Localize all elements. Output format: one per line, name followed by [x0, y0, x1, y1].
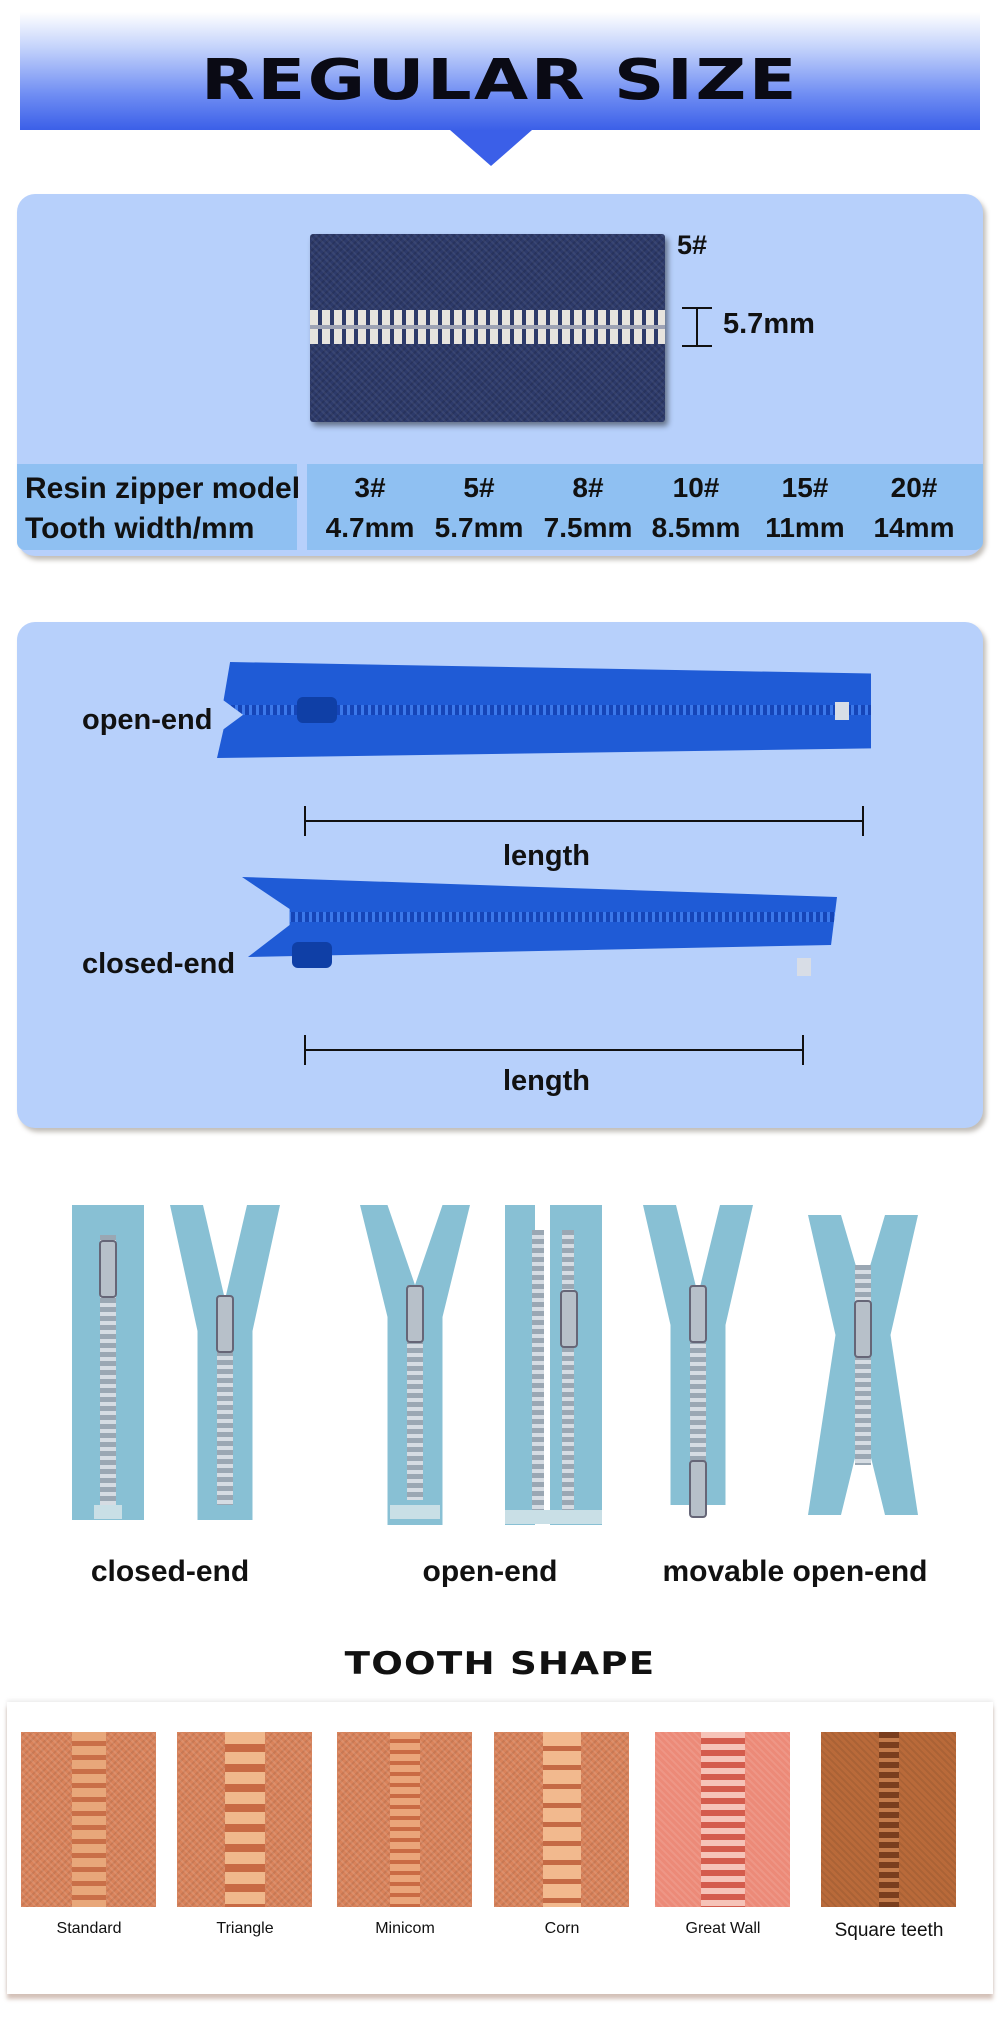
width-cell: 4.7mm [325, 512, 415, 543]
length-label: length [503, 1065, 590, 1097]
tooth-label: Great Wall [685, 1920, 761, 1937]
width-cell: 14mm [873, 512, 955, 543]
spec-table-values: 3# 5# 8# 10# 15# 20# 4.7mm 5.7mm 7.5mm 8… [307, 464, 983, 550]
section-banner: REGULAR SIZE [20, 12, 980, 130]
width-cell: 5.7mm [434, 512, 524, 543]
sample-tooth-width: 5.7mm [723, 308, 815, 340]
zipper-sample-image [310, 234, 665, 422]
zipper-slider [297, 697, 337, 723]
spec-table-labels: Resin zipper model Tooth width/mm [17, 464, 301, 550]
zipper-teeth [310, 310, 665, 344]
size-spec-panel: 5# 5.7mm Resin zipper model Tooth width/… [17, 194, 983, 556]
tooth-shape-panel: Standard Triangle Minicom Corn Great Wal… [7, 1702, 993, 1994]
model-cell: 10# [672, 472, 720, 503]
model-cell: 5# [463, 472, 495, 503]
row-label-model: Resin zipper model [25, 472, 301, 505]
model-cell: 8# [572, 472, 604, 503]
diagram-label-closed-end: closed-end [90, 1555, 250, 1588]
tooth-label: Square teeth [834, 1920, 944, 1941]
closed-end-diagram [72, 1205, 152, 1525]
tooth-swatch-standard [21, 1732, 156, 1907]
tooth-label: Minicom [375, 1920, 435, 1937]
tooth-label: Corn [544, 1920, 580, 1937]
zipper-stop [835, 702, 849, 720]
tooth-swatch-minicom [337, 1732, 472, 1907]
open-end-diagram [360, 1205, 470, 1525]
model-cell: 20# [890, 472, 938, 503]
tooth-shape-title: TOOTH SHAPE [344, 1646, 656, 1682]
tooth-label: Triangle [216, 1920, 274, 1937]
model-cell: 3# [354, 472, 386, 503]
width-cell: 11mm [765, 512, 845, 543]
banner-title: REGULAR SIZE [200, 48, 800, 113]
diagram-label-open-end: open-end [422, 1555, 558, 1588]
open-end-diagram [505, 1205, 602, 1525]
sample-size-label: 5# [677, 230, 708, 260]
movable-open-end-diagram [808, 1205, 918, 1525]
banner-arrow [450, 130, 532, 166]
length-label: length [503, 840, 590, 872]
tooth-swatch-great-wall [655, 1732, 790, 1907]
length-measure-line [304, 1035, 804, 1065]
diagram-label-movable-open-end: movable open-end [662, 1555, 928, 1588]
movable-open-end-diagram [643, 1205, 753, 1525]
zipper-type-panel: open-end length closed-end length [17, 622, 983, 1128]
tooth-label: Standard [56, 1920, 122, 1937]
width-cell: 8.5mm [651, 512, 741, 543]
tooth-swatch-triangle [177, 1732, 312, 1907]
length-measure-line [304, 806, 864, 836]
model-cell: 15# [781, 472, 829, 503]
row-label-width: Tooth width/mm [25, 512, 255, 545]
closed-end-diagram [170, 1205, 280, 1525]
width-cell: 7.5mm [543, 512, 633, 543]
zipper-stop [797, 958, 811, 976]
zipper-slider [292, 942, 332, 968]
open-end-label: open-end [82, 704, 213, 736]
dimension-bracket [682, 307, 712, 347]
closed-end-label: closed-end [82, 948, 236, 980]
tooth-swatch-corn [494, 1732, 629, 1907]
tooth-swatch-square-teeth [821, 1732, 956, 1907]
